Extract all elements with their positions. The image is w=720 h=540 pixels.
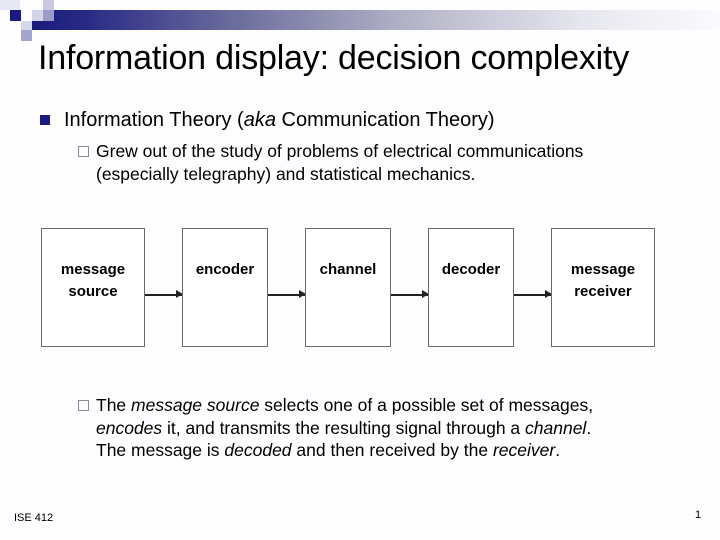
node-label-line2: receiver [574,283,632,300]
text-run: and then received by the [291,440,493,460]
deco-square-light-top [0,0,20,10]
hollow-square-bullet-icon [78,400,89,411]
node-label-line1: encoder [195,261,255,278]
arrow-encoder-to-channel [268,291,306,297]
subbullet-text: Grew out of the study of problems of ele… [96,140,583,185]
text-run: The message is [96,440,225,460]
bullet-text-pre: Information Theory ( [64,109,244,131]
subbullet-line-2: (especially telegraphy) and statistical … [96,163,476,184]
node-label-line1: message [60,261,126,278]
deco-square-pale [21,21,32,30]
node-label-line1: decoder [441,261,501,278]
text-run-italic: encodes [96,417,163,438]
bullet-text-aka: aka [243,109,276,131]
text-run-italic: receiver [492,440,556,460]
subbullet-text: The message source selects one of a poss… [96,394,593,462]
footer-page-number: 1 [695,509,702,521]
text-run: . [586,417,592,438]
deco-square-lavender-small [43,0,54,10]
node-message-receiver: message receiver [551,228,655,347]
footer-course: ISE 412 [14,512,54,524]
arrow-source-to-encoder [145,291,183,297]
header-gradient-bar [32,10,720,30]
text-run-italic: decoded [224,440,292,460]
text-run: it, and transmits the resulting signal t… [162,417,526,438]
text-run-italic: channel [525,417,587,438]
node-encoder: encoder [182,228,268,347]
text-run-italic: message source [131,395,260,415]
node-label-line1: message [570,261,636,278]
deco-square-lavender-mid2 [43,10,54,21]
text-run: . [555,440,561,460]
hollow-square-bullet-icon [78,146,89,157]
text-run: The [96,395,132,415]
bullet-text-post: Communication Theory) [275,109,495,131]
node-label-line2: source [68,283,118,300]
deco-square-lavender-mid [32,10,43,21]
node-label-line1: channel [319,261,377,278]
square-bullet-icon [40,115,50,125]
deco-square-navy [10,10,21,21]
arrow-channel-to-decoder [391,291,429,297]
text-run: selects one of a possible set of message… [259,395,594,415]
arrow-decoder-to-receiver [514,291,552,297]
node-message-source: message source [41,228,145,347]
subbullet-line-1: Grew out of the study of problems of ele… [96,141,584,161]
node-channel: channel [305,228,391,347]
slide-title: Information display: decision complexity [38,39,630,77]
node-decoder: decoder [428,228,514,347]
bullet-text: Information Theory (aka Communication Th… [64,107,495,133]
deco-square-violet [21,30,32,41]
